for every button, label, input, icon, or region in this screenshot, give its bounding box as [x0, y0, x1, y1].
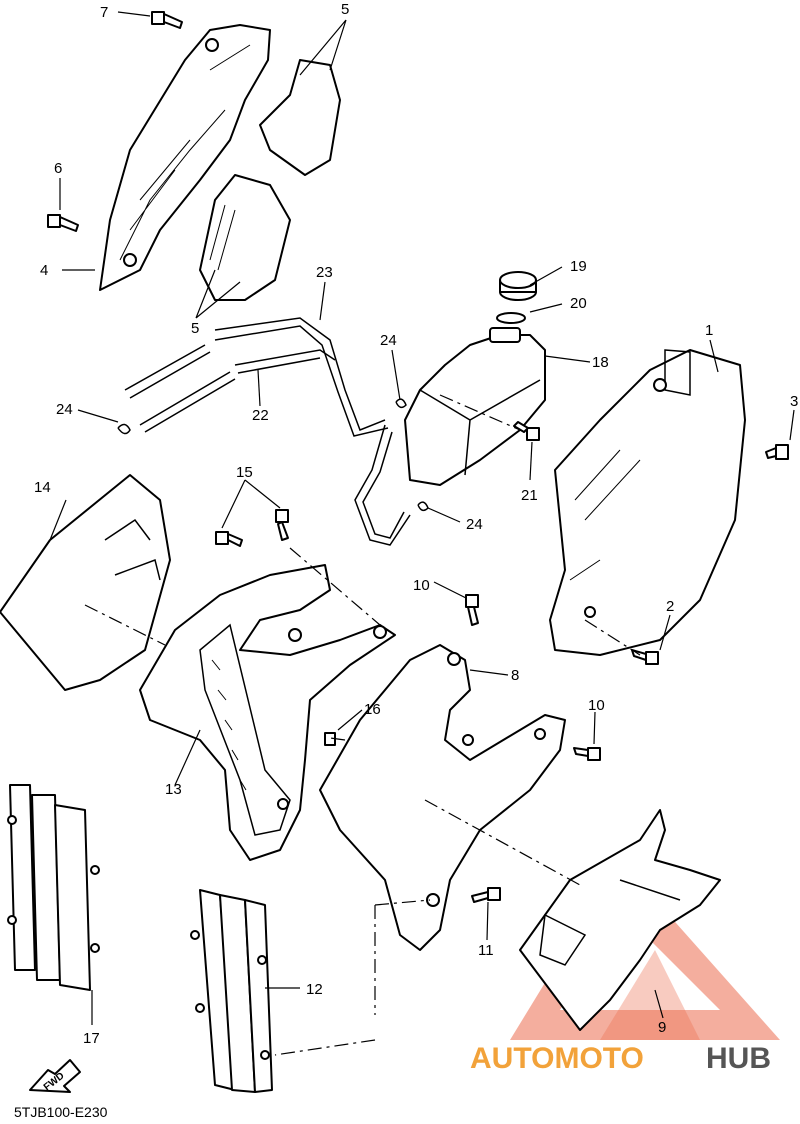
callout-16: 16: [364, 701, 381, 718]
callout-10-right: 10: [588, 697, 605, 714]
radiator-cover-13: [139, 564, 396, 861]
radiator-scoop-8: [319, 644, 566, 951]
callout-18: 18: [592, 354, 609, 371]
hose-clip-24-c: [417, 501, 429, 512]
callout-24-right: 24: [466, 516, 483, 533]
bolt-11: [471, 887, 501, 903]
bolt-15-a: [215, 531, 243, 547]
callout-8: 8: [511, 667, 519, 684]
reservoir-cap: [499, 271, 537, 301]
hose-22: [124, 344, 236, 433]
bolt-7: [151, 11, 183, 29]
bolt-21: [513, 421, 540, 441]
watermark-part2: HUB: [706, 1042, 771, 1075]
reservoir-tank: [404, 327, 546, 486]
callout-20: 20: [570, 295, 587, 312]
callout-10-top: 10: [413, 577, 430, 594]
decal-5-upper: [259, 59, 341, 176]
side-panel-right: [549, 349, 746, 656]
louver-12: [190, 889, 273, 1093]
callout-21: 21: [521, 487, 538, 504]
reference-lines: [84, 394, 641, 1056]
callout-numbers: 7 5 6 4 5 23 24 24 22 19 20 18 1 3 21 24…: [34, 1, 798, 1047]
callout-13: 13: [165, 781, 182, 798]
callout-6: 6: [54, 160, 62, 177]
callout-23: 23: [316, 264, 333, 281]
callout-1: 1: [705, 322, 713, 339]
decal-sheet-14: [0, 474, 171, 691]
side-cover-upper: [99, 24, 271, 291]
hose-clip-24-a: [117, 423, 131, 435]
callout-4: 4: [40, 262, 48, 279]
callout-14: 14: [34, 479, 51, 496]
callout-17: 17: [83, 1030, 100, 1047]
callout-22: 22: [252, 407, 269, 424]
fwd-arrow-icon: FWD: [29, 1059, 81, 1093]
bolt-10-b: [573, 747, 601, 761]
decal-9: [519, 809, 721, 1031]
cap-gasket: [496, 312, 526, 324]
hose-clip-24-b: [395, 398, 407, 409]
callout-2: 2: [666, 598, 674, 615]
callout-9: 9: [658, 1019, 666, 1036]
callout-7: 7: [100, 4, 108, 21]
callout-5-bottom: 5: [191, 320, 199, 337]
watermark-text: AUTOMOTO HUB: [470, 1042, 771, 1075]
leader-lines: [49, 11, 795, 1025]
hose-23: [214, 317, 411, 546]
callout-11: 11: [478, 942, 494, 959]
bolt-6: [47, 214, 79, 232]
bolt-3: [765, 444, 789, 460]
callout-24-left: 24: [56, 401, 73, 418]
watermark-logo: [510, 860, 780, 1040]
callout-3: 3: [790, 393, 798, 410]
callout-15: 15: [236, 464, 253, 481]
callout-19: 19: [570, 258, 587, 275]
callout-12: 12: [306, 981, 323, 998]
callout-24-top: 24: [380, 332, 397, 349]
diagram-code: 5TJB100-E230: [14, 1104, 108, 1120]
decal-5-lower: [199, 174, 291, 301]
callout-5-top: 5: [341, 1, 349, 18]
bolt-10-a: [465, 594, 479, 626]
louver-17: [7, 784, 100, 991]
bolt-15-b: [275, 509, 289, 541]
watermark-part1: AUTOMOTO: [470, 1042, 644, 1075]
